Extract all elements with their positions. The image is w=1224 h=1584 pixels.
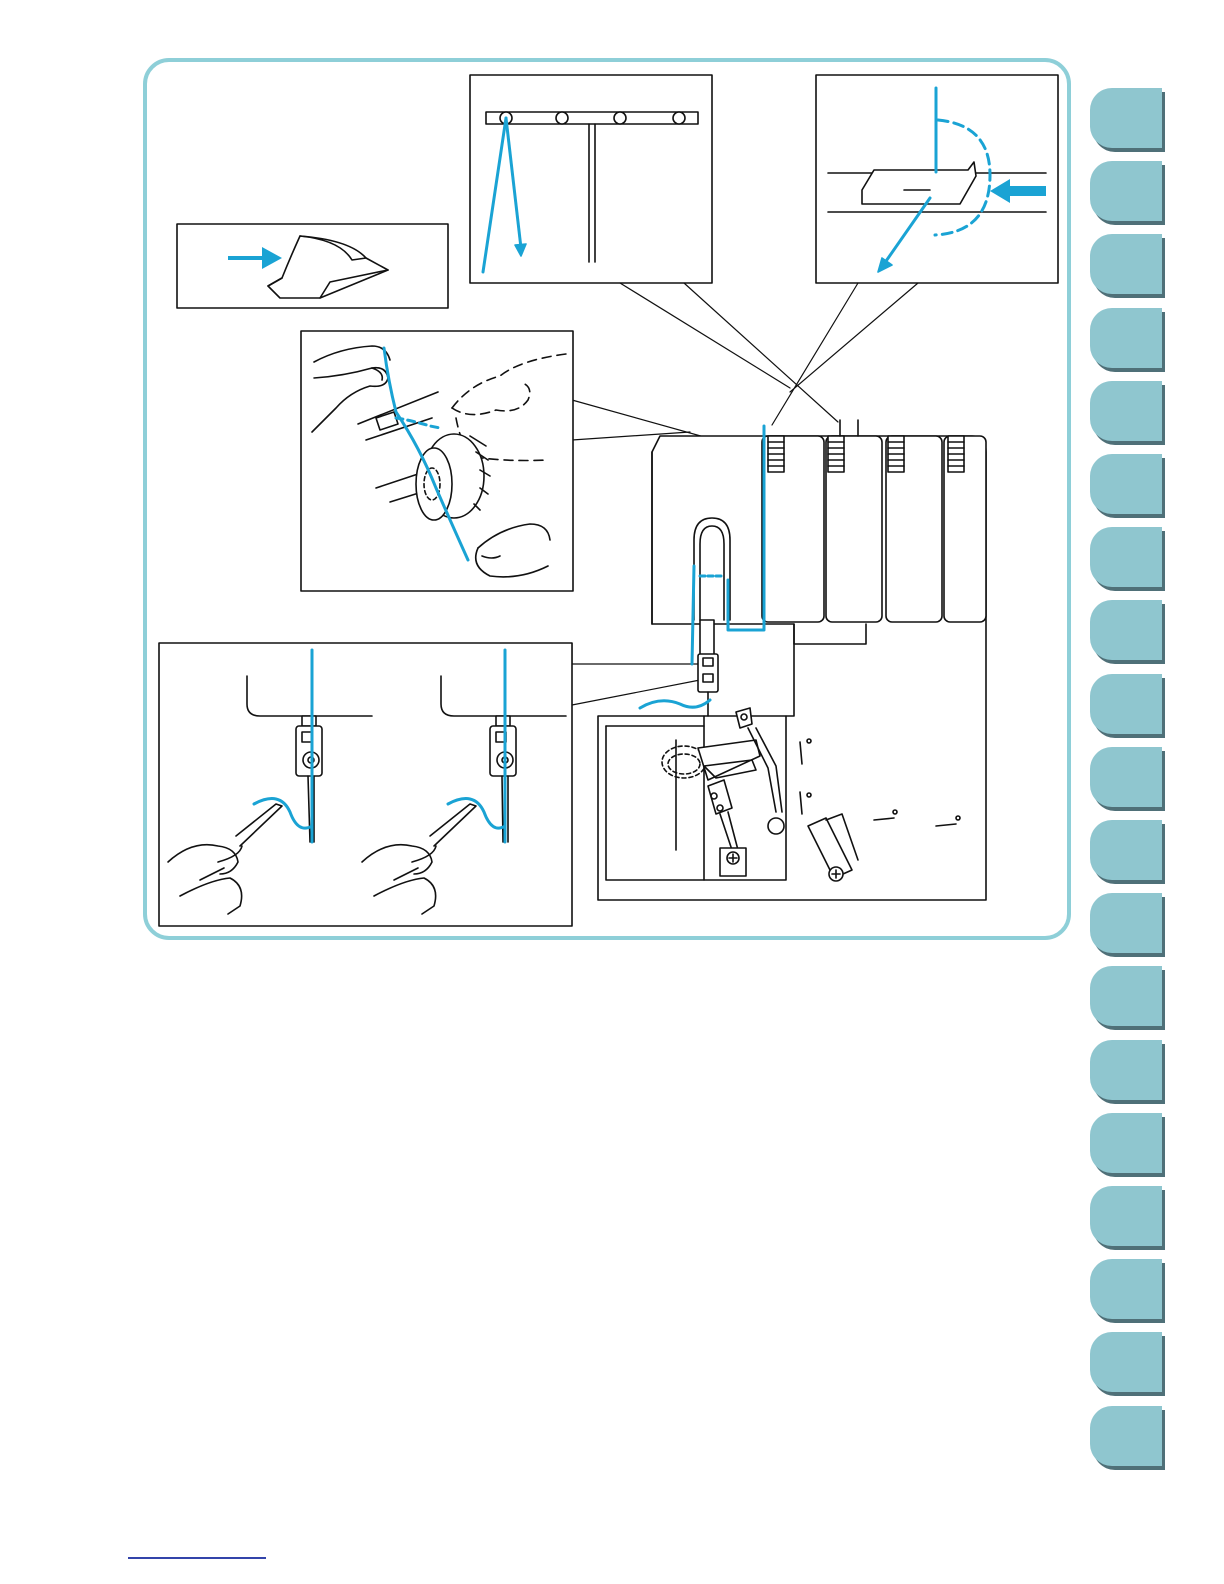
cover-pressing-panel <box>177 224 448 308</box>
side-tab-3[interactable] <box>1090 234 1162 294</box>
side-tab-1[interactable] <box>1090 88 1162 148</box>
side-tab-17[interactable] <box>1090 1259 1162 1319</box>
side-tab-6[interactable] <box>1090 454 1162 514</box>
footer-rule <box>128 1557 266 1559</box>
side-tab-2[interactable] <box>1090 161 1162 221</box>
side-tab-5[interactable] <box>1090 381 1162 441</box>
side-tab-10[interactable] <box>1090 747 1162 807</box>
serger-machine <box>598 420 986 900</box>
needle-threading-panel <box>159 643 572 926</box>
side-tab-7[interactable] <box>1090 527 1162 587</box>
side-tab-18[interactable] <box>1090 1332 1162 1392</box>
side-tab-11[interactable] <box>1090 820 1162 880</box>
side-tab-12[interactable] <box>1090 893 1162 953</box>
thread-guide-bar-panel <box>470 75 712 283</box>
side-tab-9[interactable] <box>1090 674 1162 734</box>
side-tab-14[interactable] <box>1090 1040 1162 1100</box>
thread-guide-slot-panel <box>816 75 1058 283</box>
side-tab-16[interactable] <box>1090 1186 1162 1246</box>
side-tab-8[interactable] <box>1090 600 1162 660</box>
side-tab-19[interactable] <box>1090 1406 1162 1466</box>
side-tab-13[interactable] <box>1090 966 1162 1026</box>
side-tab-4[interactable] <box>1090 308 1162 368</box>
side-tab-15[interactable] <box>1090 1113 1162 1173</box>
tension-dial-threading-panel <box>301 331 573 591</box>
